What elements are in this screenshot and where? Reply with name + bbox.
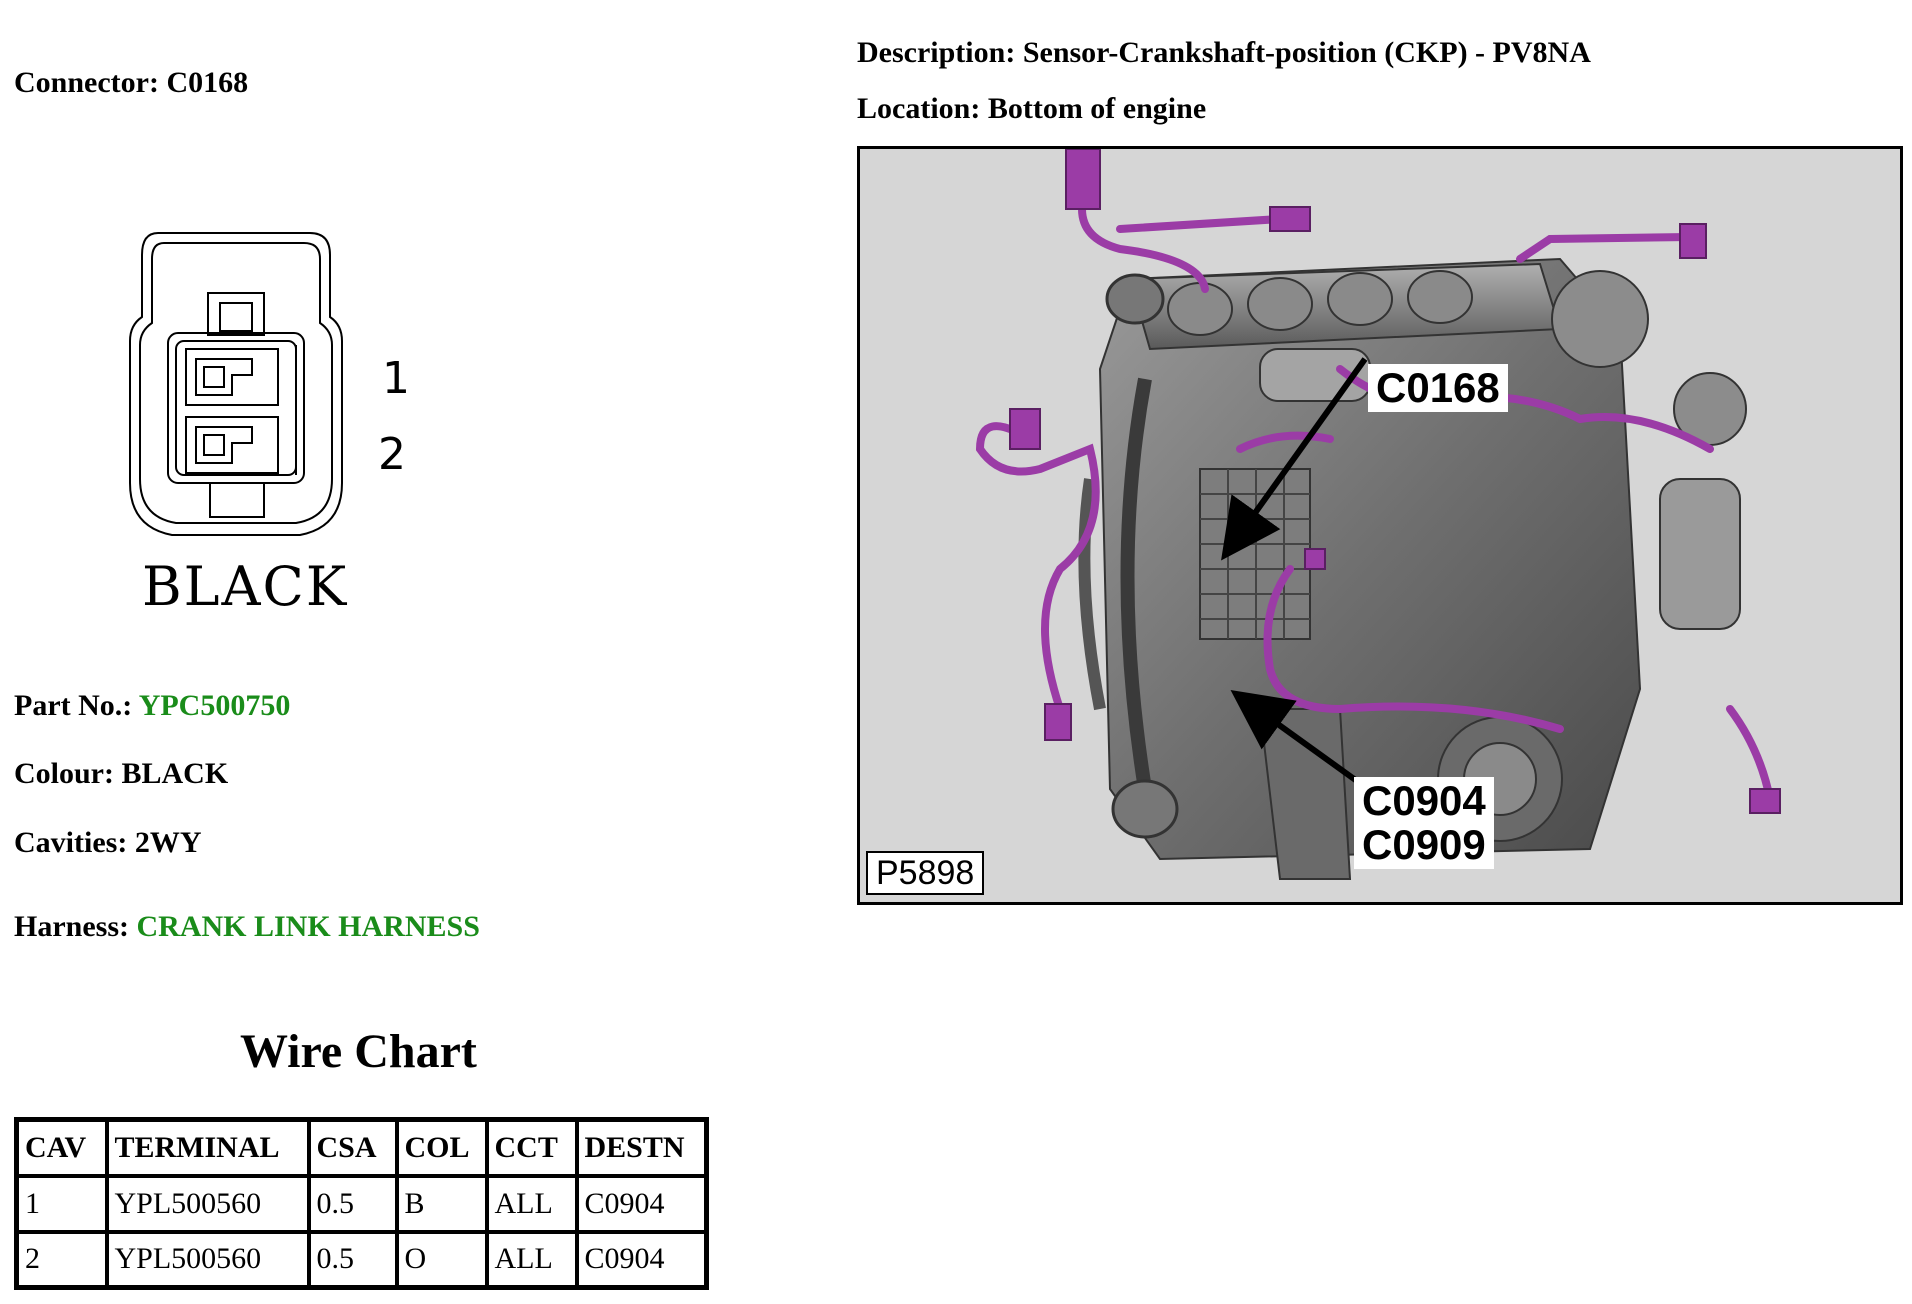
- cell-destn: C0904: [574, 1229, 709, 1290]
- cell-cct: ALL: [484, 1229, 579, 1290]
- pin-2-terminal: [195, 426, 253, 464]
- pin-cavity-housing: [167, 332, 305, 484]
- cell-csa: 0.5: [306, 1229, 399, 1290]
- header-destn: DESTN: [574, 1117, 709, 1178]
- cell-terminal: YPL500560: [104, 1173, 311, 1234]
- cell-terminal: YPL500560: [104, 1229, 311, 1290]
- connector-face-diagram: 1 2 BLACK: [129, 232, 410, 618]
- arrow-c0904: [1230, 689, 1370, 792]
- cavities-label: Cavities:: [14, 826, 128, 859]
- part-number-line: Part No.: YPC500750: [14, 689, 290, 723]
- pin-1-cavity: [185, 348, 279, 406]
- header-terminal: TERMINAL: [104, 1117, 311, 1178]
- connector-colour-label: BLACK: [142, 555, 348, 618]
- callout-c0909: C0909: [1362, 821, 1486, 868]
- colour-value: BLACK: [121, 757, 229, 790]
- table-row: 2 YPL500560 0.5 O ALL C0904: [14, 1229, 709, 1290]
- connector-label: Connector:: [14, 66, 159, 99]
- part-number-label: Part No.:: [14, 689, 133, 722]
- harness-connectors: [1009, 149, 1781, 814]
- pin-1-number: 1: [382, 353, 410, 404]
- wire-chart-table: CAV TERMINAL CSA COL CCT DESTN 1 YPL5005…: [14, 1117, 709, 1290]
- wiring-harness: [975, 150, 1774, 803]
- colour-line: Colour: BLACK: [14, 757, 228, 791]
- location-value: Bottom of engine: [987, 92, 1207, 125]
- colour-label: Colour:: [14, 757, 114, 790]
- cell-col: O: [394, 1229, 489, 1290]
- description-label: Description:: [857, 36, 1016, 69]
- latch-tab-inner: [219, 302, 253, 332]
- header-cav: CAV: [14, 1117, 109, 1178]
- harness-link[interactable]: CRANK LINK HARNESS: [136, 910, 480, 943]
- description-line: Description: Sensor-Crankshaft-position …: [857, 36, 1591, 70]
- engine-location-image: C0168 C0904 C0909 P5898: [857, 146, 1903, 905]
- cell-cav: 1: [14, 1173, 109, 1234]
- cell-cav: 2: [14, 1229, 109, 1290]
- wire-chart-header-row: CAV TERMINAL CSA COL CCT DESTN: [14, 1117, 709, 1178]
- callout-c0168: C0168: [1368, 364, 1508, 412]
- cavities-line: Cavities: 2WY: [14, 826, 201, 860]
- table-row: 1 YPL500560 0.5 B ALL C0904: [14, 1173, 709, 1234]
- part-number-link[interactable]: YPC500750: [138, 689, 291, 722]
- wire-chart-title: Wire Chart: [240, 1025, 477, 1078]
- location-label: Location:: [857, 92, 981, 125]
- cavities-value: 2WY: [134, 826, 202, 859]
- description-value: Sensor-Crankshaft-position (CKP) - PV8NA: [1022, 36, 1591, 69]
- header-col: COL: [394, 1117, 489, 1178]
- connector-line: Connector: C0168: [14, 66, 248, 100]
- cell-destn: C0904: [574, 1173, 709, 1234]
- connector-id: C0168: [166, 66, 249, 99]
- cell-csa: 0.5: [306, 1173, 399, 1234]
- callout-c0904: C0904: [1362, 777, 1486, 824]
- header-cct: CCT: [484, 1117, 579, 1178]
- latch-tab: [207, 292, 265, 336]
- pin-2-cavity: [185, 416, 279, 474]
- pin-2-number: 2: [378, 429, 406, 480]
- cell-cct: ALL: [484, 1173, 579, 1234]
- pin-1-terminal: [195, 358, 253, 396]
- header-csa: CSA: [306, 1117, 399, 1178]
- callout-c0904-c0909: C0904 C0909: [1354, 777, 1494, 869]
- connector-outer-outline: [129, 232, 343, 536]
- harness-line: Harness: CRANK LINK HARNESS: [14, 910, 480, 944]
- arrow-c0168: [1221, 357, 1368, 561]
- image-reference-plate: P5898: [866, 851, 985, 895]
- cell-col: B: [394, 1173, 489, 1234]
- location-line: Location: Bottom of engine: [857, 92, 1206, 126]
- harness-label: Harness:: [14, 910, 129, 943]
- connector-inner-outline: [139, 242, 333, 524]
- bottom-key: [209, 482, 265, 518]
